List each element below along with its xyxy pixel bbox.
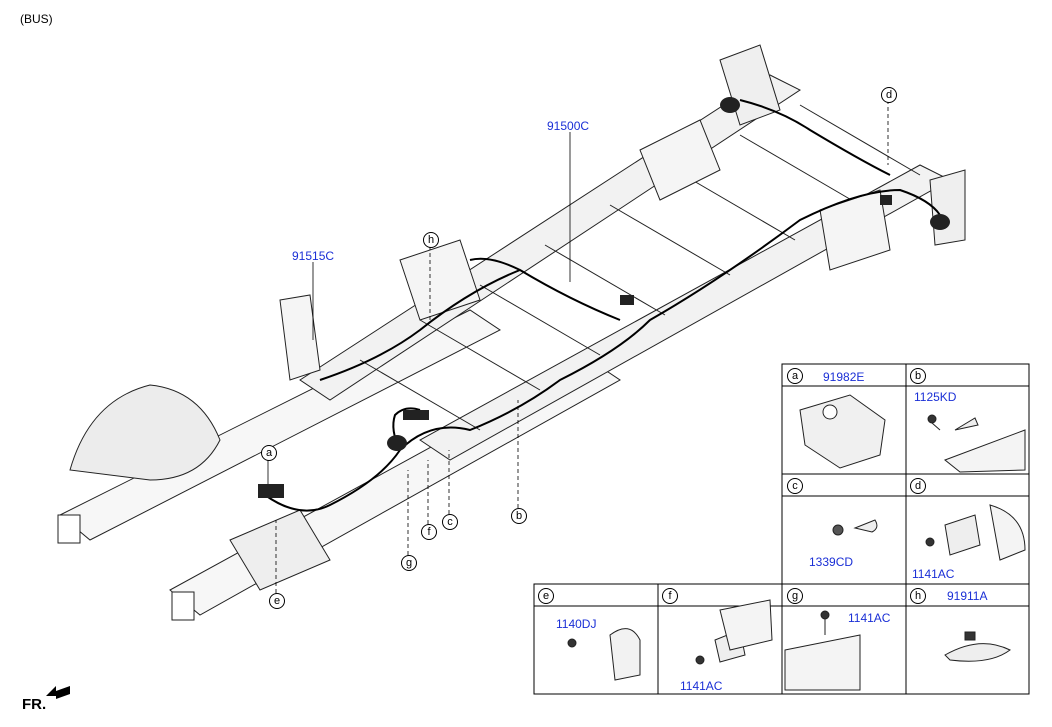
legend-letter-g: g <box>787 588 803 604</box>
callout-b: b <box>511 508 527 524</box>
legend-part-f: 1141AC <box>680 679 723 693</box>
legend-part-c: 1339CD <box>809 555 854 569</box>
bolt-icon <box>695 655 705 665</box>
callout-g: g <box>401 555 417 571</box>
legend-letter-f: f <box>662 588 678 604</box>
legend-letter-b: b <box>910 368 926 384</box>
callout-f: f <box>421 524 437 540</box>
nut-icon <box>832 524 844 536</box>
part-number-91515C: 91515C <box>292 249 335 263</box>
part-number-91500C: 91500C <box>547 119 590 133</box>
harness-connectors <box>258 97 950 498</box>
relay-box-icon <box>799 394 886 469</box>
callout-c: c <box>442 514 458 530</box>
legend-letter-c: c <box>787 478 803 494</box>
cable-tie-icon <box>944 643 1011 662</box>
bolt-icon <box>820 610 830 620</box>
legend-table <box>533 363 1030 695</box>
wiring-harness <box>264 99 941 512</box>
legend-letter-e: e <box>538 588 554 604</box>
legend-part-g: 1141AC <box>848 611 891 625</box>
bolt-icon <box>927 414 937 424</box>
legend-part-d: 1141AC <box>912 567 955 581</box>
legend-part-e: 1140DJ <box>556 617 597 631</box>
legend-letter-h: h <box>910 588 926 604</box>
callout-h: h <box>423 232 439 248</box>
variant-label: (BUS) <box>20 12 53 26</box>
leader-lines <box>267 100 889 593</box>
legend-letter-d: d <box>910 478 926 494</box>
bolt-icon <box>567 638 577 648</box>
front-marker: FR. <box>22 686 70 713</box>
chassis-frame <box>57 44 966 621</box>
legend-part-b: 1125KD <box>914 390 957 404</box>
bolt-icon <box>925 537 935 547</box>
legend-pictograms <box>567 394 1026 691</box>
callout-e: e <box>269 593 285 609</box>
callout-d: d <box>881 87 897 103</box>
front-arrow-icon <box>46 686 70 699</box>
callout-a: a <box>261 445 277 461</box>
legend-part-a: 91982E <box>823 370 865 384</box>
legend-part-h: 91911A <box>947 589 988 603</box>
front-marker-label: FR. <box>22 696 47 713</box>
legend-letter-a: a <box>787 368 803 384</box>
